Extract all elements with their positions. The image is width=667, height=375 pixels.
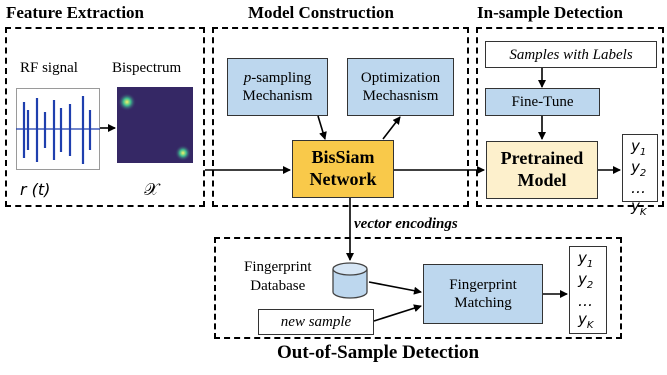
arrow-database-to-matching [368,281,422,295]
in-sample-detection-group [476,27,664,207]
optimization-label: Optimization [360,70,441,86]
out-of-sample-detection-title: Out-of-Sample Detection [277,342,480,363]
pretrained-model: Pretrained Model [486,141,598,199]
bispectrum-label: Bispectrum [112,60,182,76]
pretrained-label-2: Model [517,170,567,190]
out-sample-output-k: yK [578,309,594,331]
bispectrum-image [117,87,193,163]
rt-symbol: r (t) [20,180,51,199]
pretrained-label: Pretrained [500,148,584,169]
network-label-2: Network [309,169,377,189]
in-sample-detection-title: In-sample Detection [477,3,623,22]
arrow-psampling-to-network [317,115,327,140]
p-sampling-label-2: Mechanism [242,88,313,104]
samples-with-labels: Samples with Labels [485,41,657,68]
optimization-label-2: Mechasnism [362,88,439,104]
feature-extraction-group [5,27,205,207]
in-sample-output-1: y1 [631,137,647,158]
out-sample-output-ellipsis: … [578,291,593,310]
fingerprint-database-line-1: Fingerprint [244,259,312,275]
fingerprint-matching: Fingerprint Matching [423,264,543,324]
out-sample-output-2: y2 [578,270,594,292]
out-of-sample-detection-group [214,237,622,339]
network-label: BisSiam [311,147,375,168]
matching-label: Fingerprint [449,277,517,293]
new-sample: new sample [258,309,374,335]
model-construction-title: Model Construction [248,3,394,22]
out-of-sample-outputs: y1 y2 … yK [569,246,607,334]
feature-extraction-title: Feature Extraction [6,3,145,22]
bissiam-network: BisSiam Network [292,140,394,198]
p-sampling-mechanism: p-sampling Mechanism [227,58,328,116]
matching-label-2: Matching [454,295,512,311]
in-sample-outputs: y1 y2 … yK [622,134,658,218]
rf-signal-label: RF signal [20,60,78,76]
optimization-mechanism: Optimization Mechasnism [347,58,454,116]
fingerprint-database-label: Fingerprint Database [244,258,312,296]
database-icon [332,262,368,299]
x-symbol: 𝒳 [144,180,159,199]
arrow-network-to-optimization [382,116,401,140]
in-sample-output-ellipsis: … [631,179,646,197]
arrow-newsample-to-matching [373,304,422,322]
model-construction-group [212,27,469,207]
rf-signal-plot [16,88,100,170]
in-sample-output-2: y2 [631,158,647,179]
vector-encodings-label: vector encodings [354,216,458,232]
in-sample-output-k: yK [631,197,647,218]
out-sample-output-1: y1 [578,249,594,271]
fingerprint-database-line-2: Database [250,277,306,294]
p-sampling-label: -sampling [251,70,312,86]
fine-tune: Fine-Tune [485,88,600,116]
